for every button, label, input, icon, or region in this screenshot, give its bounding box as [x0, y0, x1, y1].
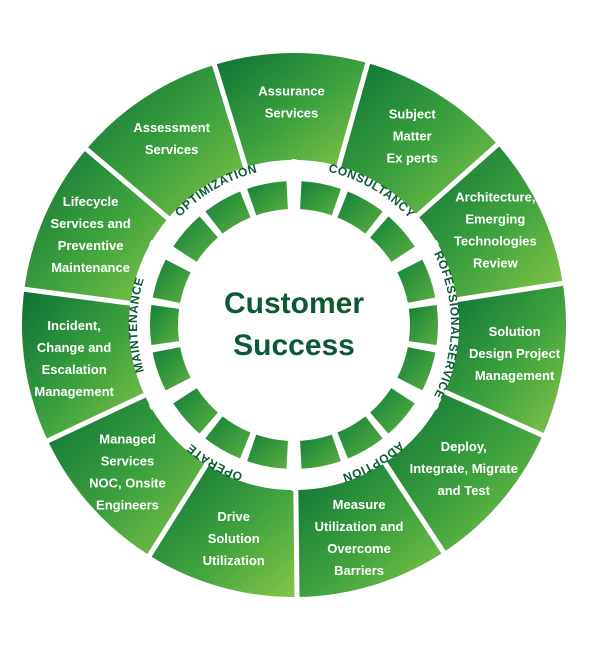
- inner-block: [247, 434, 288, 469]
- divider-line: [456, 280, 566, 303]
- divider-line: [22, 286, 131, 306]
- segment-label-line: Technologies: [454, 233, 537, 248]
- divider-line: [336, 60, 371, 167]
- segment-label-line: Emerging: [465, 211, 525, 226]
- segment-label-line: Assurance: [258, 84, 324, 99]
- segment-assurance-services: [214, 53, 368, 168]
- inner-block: [397, 259, 436, 303]
- segment-deploy-integrate-migrate-test: [384, 391, 543, 553]
- divider-line: [293, 489, 300, 600]
- segment-label-line: Escalation: [42, 362, 107, 377]
- segment-label-line: Barriers: [334, 563, 384, 578]
- segment-architecture-emerging-technologies-review: [417, 144, 563, 300]
- center-title-line1: Customer: [224, 287, 364, 320]
- segment-label-line: Management: [34, 384, 114, 399]
- segment-label-line: and Test: [438, 483, 491, 498]
- segment-label-line: Assessment: [133, 120, 210, 135]
- divider-line: [389, 239, 440, 272]
- inner-block: [300, 181, 341, 216]
- segment-label-line: Measure: [333, 497, 386, 512]
- segment-label-line: Change and: [37, 340, 111, 355]
- segment-label-line: Utilization: [203, 553, 265, 568]
- inner-block: [173, 216, 218, 262]
- segment-label-line: Overcome: [327, 541, 391, 556]
- segment-label-line: Drive: [217, 509, 250, 524]
- segment-label-line: Architecture,: [455, 189, 535, 204]
- divider-line: [211, 62, 249, 168]
- divider-line: [415, 141, 501, 218]
- segment-label-line: Matter: [393, 128, 432, 143]
- inner-block: [247, 181, 288, 216]
- segment-label-line: Management: [475, 368, 555, 383]
- inner-block: [300, 434, 341, 469]
- segment-label-line: Preventive: [58, 238, 124, 253]
- center-title-line2: Success: [233, 329, 355, 362]
- segment-label-line: Solution: [489, 324, 541, 339]
- inner-block: [397, 347, 436, 391]
- segment-label-line: Services: [265, 106, 319, 121]
- inner-block: [150, 304, 180, 346]
- segment-label-line: Design Project: [469, 346, 561, 361]
- segment-label-line: Integrate, Migrate: [410, 461, 518, 476]
- segment-label-line: Review: [473, 255, 519, 270]
- inner-ring: [148, 159, 440, 491]
- inner-block: [205, 416, 251, 459]
- segment-label-line: NOC, Onsite: [89, 476, 166, 491]
- divider-line: [44, 392, 146, 444]
- divider-line: [148, 378, 199, 411]
- segment-solution-design-project-management: [444, 283, 566, 436]
- segment-managed-services-noc-onsite-engineers: [47, 395, 207, 556]
- segment-label-line: Utilization and: [315, 519, 404, 534]
- divider-line: [443, 389, 546, 439]
- outer-ring: [21, 53, 566, 600]
- divider-line: [146, 463, 209, 559]
- inner-block: [370, 388, 415, 434]
- segment-label-deploy-integrate-migrate-test: Deploy, Integrate, Migrate and Test: [410, 439, 518, 498]
- divider-line: [148, 239, 199, 272]
- segment-label-line: Services: [101, 454, 155, 469]
- inner-block: [337, 416, 383, 459]
- center-circle: [189, 220, 399, 430]
- inner-block: [408, 304, 438, 346]
- inner-block: [152, 347, 191, 391]
- segment-label-line: Services: [145, 142, 199, 157]
- segment-label-line: Subject: [389, 106, 437, 121]
- inner-block: [152, 259, 191, 303]
- segment-incident-change-escalation-management: [21, 289, 145, 441]
- segment-label-line: Maintenance: [51, 260, 130, 275]
- divider-line: [382, 461, 447, 556]
- segment-label-line: Incident,: [47, 318, 100, 333]
- segment-label-line: Deploy,: [441, 439, 487, 454]
- inner-block: [173, 388, 218, 434]
- inner-block: [205, 191, 251, 234]
- segment-label-line: Lifecycle: [63, 194, 119, 209]
- segment-label-line: Managed: [99, 432, 155, 447]
- segment-label-line: Ex perts: [387, 150, 438, 165]
- inner-block: [370, 216, 415, 262]
- segment-label-line: Services and: [50, 216, 130, 231]
- divider-line: [389, 378, 440, 411]
- segment-label-line: Engineers: [96, 498, 159, 513]
- segment-label-line: Solution: [208, 531, 260, 546]
- divider-line: [83, 145, 170, 221]
- inner-block: [337, 191, 383, 234]
- segment-lifecycle-services-preventive-maintenance: [24, 149, 169, 304]
